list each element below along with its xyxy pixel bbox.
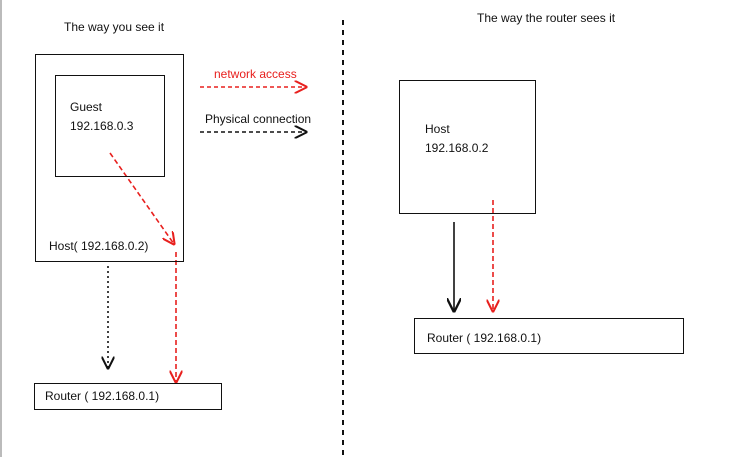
left-panel-title: The way you see it (64, 20, 165, 34)
guest-name-label: Guest (70, 100, 103, 114)
left-router-box (34, 383, 222, 410)
right-host-name-label: Host (425, 122, 450, 136)
host-label: Host( 192.168.0.2) (49, 239, 149, 253)
guest-to-host-network-arrow (109, 152, 174, 244)
host-box (35, 54, 184, 262)
legend-network-label: network access (214, 67, 297, 81)
guest-box (55, 75, 165, 177)
right-host-ip-label: 192.168.0.2 (425, 141, 489, 155)
legend-physical-label: Physical connection (205, 112, 312, 126)
right-router-box (414, 318, 684, 354)
guest-ip-label: 192.168.0.3 (70, 119, 134, 133)
right-host-box (399, 80, 536, 214)
left-router-label: Router ( 192.168.0.1) (45, 389, 160, 403)
right-panel-title: The way the router sees it (477, 11, 616, 25)
right-router-label: Router ( 192.168.0.1) (427, 331, 542, 345)
